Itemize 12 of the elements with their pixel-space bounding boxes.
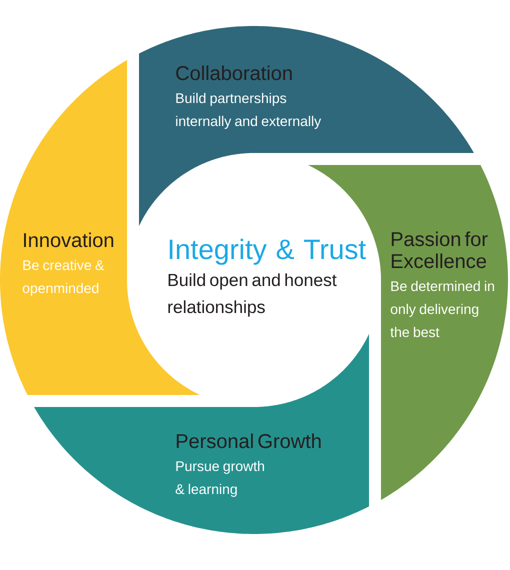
- description: Build open and honest relationships: [168, 273, 337, 317]
- description: Pursue growth & learning: [176, 460, 264, 497]
- description: Be determined in only delivering the best: [390, 280, 494, 338]
- ring-segment: [34, 334, 369, 534]
- title: Integrity & Trust: [170, 238, 366, 265]
- title: Innovation: [24, 232, 114, 248]
- title: Collaboration: [176, 66, 292, 80]
- title: Personal Growth: [176, 434, 321, 448]
- ring-segment: [139, 26, 474, 226]
- description: Build partnerships internally and externally: [176, 92, 322, 129]
- description: Be creative & openminded: [22, 260, 104, 296]
- title: Passion for Excellence: [392, 232, 488, 268]
